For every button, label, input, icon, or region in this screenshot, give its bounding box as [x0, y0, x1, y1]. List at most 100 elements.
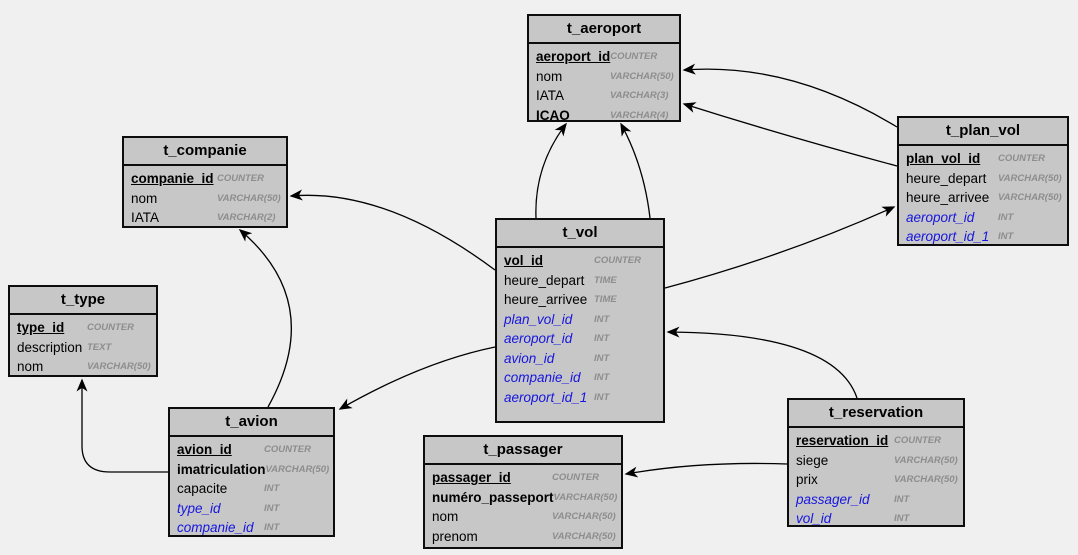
field-name: plan_vol_id: [504, 311, 573, 327]
table-title-t_aeroport[interactable]: t_aeroport: [529, 16, 679, 44]
field-name: description: [17, 339, 83, 355]
field-type: INT: [264, 483, 280, 495]
relationship-t_vol.aeroport_id-to-t_aeroport[interactable]: [535, 122, 567, 219]
field-name: heure_depart: [906, 170, 987, 186]
field-row-t_type-description[interactable]: description TEXT: [10, 338, 156, 358]
relationship-t_reservation.vol_id-to-t_vol[interactable]: [666, 326, 858, 399]
field-name: avion_id: [504, 350, 555, 366]
relationship-t_vol.companie_id-to-t_companie[interactable]: [289, 189, 496, 271]
field-type: VARCHAR(50): [998, 172, 1062, 184]
field-name: prix: [796, 472, 818, 488]
table-title-t_plan_vol[interactable]: t_plan_vol: [899, 118, 1067, 146]
field-type: VARCHAR(50): [894, 474, 958, 486]
field-type: TEXT: [87, 341, 112, 353]
field-row-t_type-type_id[interactable]: type_id COUNTER: [10, 318, 156, 338]
field-name: heure_depart: [504, 272, 585, 288]
field-name: aeroport_id_1: [906, 229, 990, 245]
field-name: type_id: [17, 320, 65, 336]
relationship-t_avion.companie_id-to-t_companie[interactable]: [238, 229, 293, 408]
field-type: VARCHAR(50): [552, 530, 616, 542]
table-title-t_passager[interactable]: t_passager: [425, 437, 621, 465]
field-row-t_vol-plan_vol_id[interactable]: plan_vol_id INT: [497, 310, 663, 330]
field-type: INT: [594, 313, 610, 325]
table-title-t_avion[interactable]: t_avion: [170, 409, 333, 437]
field-type: INT: [594, 352, 610, 364]
field-name: companie_id: [177, 520, 254, 536]
field-type: COUNTER: [998, 153, 1045, 165]
relationship-t_reservation.passager_id-to-t_passager[interactable]: [624, 462, 788, 478]
field-row-t_avion-capacite[interactable]: capacite INT: [170, 479, 333, 499]
field-name: capacite: [177, 481, 228, 497]
table-title-t_companie[interactable]: t_companie: [124, 138, 286, 166]
relationship-t_plan_vol.aeroport_id_1-to-t_aeroport[interactable]: [682, 102, 898, 167]
field-name: nom: [432, 509, 459, 525]
relationship-t_vol.avion_id-to-t_avion[interactable]: [338, 346, 496, 410]
table-title-t_type[interactable]: t_type: [10, 287, 156, 315]
field-row-t_reservation-prix[interactable]: prix VARCHAR(50): [789, 470, 963, 490]
field-type: COUNTER: [87, 322, 134, 334]
field-row-t_vol-avion_id[interactable]: avion_id INT: [497, 349, 663, 369]
table-title-t_reservation[interactable]: t_reservation: [789, 400, 963, 428]
field-type: INT: [594, 333, 610, 345]
relationship-t_vol.aeroport_id_1-to-t_aeroport[interactable]: [620, 122, 651, 219]
field-name: reservation_id: [796, 433, 889, 449]
field-type: INT: [998, 211, 1014, 223]
field-row-t_vol-heure_depart[interactable]: heure_depart TIME: [497, 271, 663, 291]
relationship-t_plan_vol.aeroport_id-to-t_aeroport[interactable]: [682, 63, 898, 128]
field-name: nom: [131, 190, 158, 206]
field-row-t_plan_vol-heure_depart[interactable]: heure_depart VARCHAR(50): [899, 169, 1067, 189]
field-name: IATA: [536, 88, 565, 104]
field-type: INT: [998, 231, 1014, 243]
relationship-t_avion.type_id-to-t_type[interactable]: [76, 378, 168, 473]
field-type: VARCHAR(2): [217, 212, 276, 224]
field-type: INT: [894, 493, 910, 505]
relationship-t_vol.plan_vol_id-to-t_plan_vol[interactable]: [664, 206, 896, 289]
field-type: VARCHAR(50): [265, 463, 330, 475]
field-type: TIME: [594, 274, 617, 286]
field-row-t_plan_vol-aeroport_id_1[interactable]: aeroport_id_1 INT: [899, 227, 1067, 247]
field-name: avion_id: [177, 442, 232, 458]
field-name: numéro_passeport: [432, 489, 554, 505]
table-title-t_vol[interactable]: t_vol: [497, 220, 663, 248]
